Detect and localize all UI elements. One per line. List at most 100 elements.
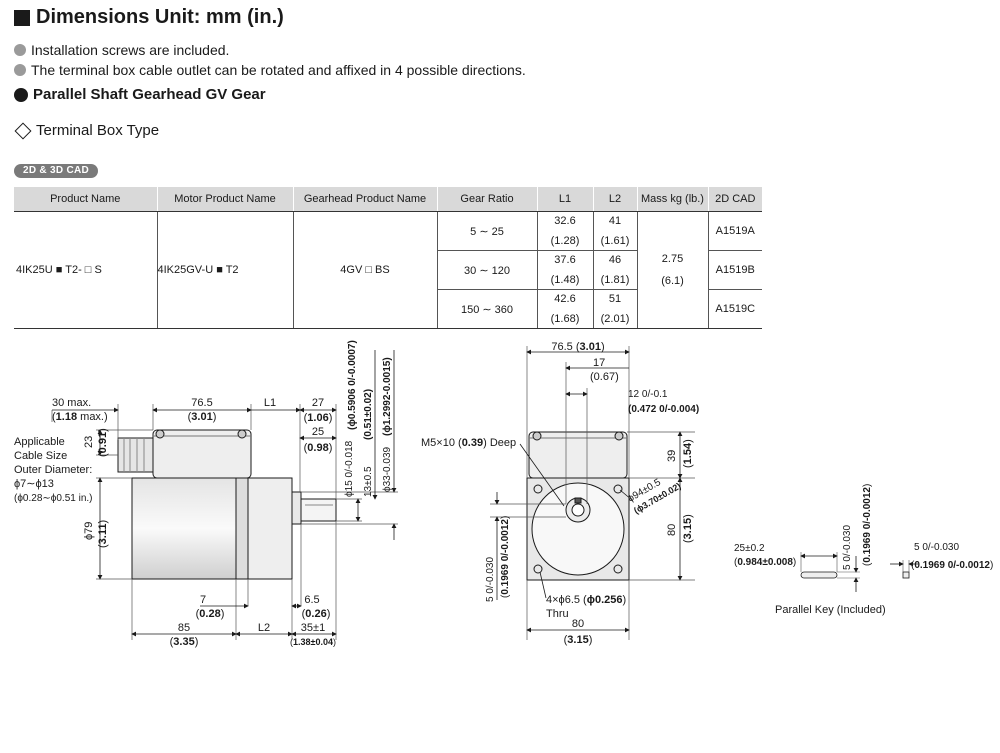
shaft-center — [571, 503, 585, 517]
dim-label: 80 — [572, 618, 584, 630]
spec-table: Product Name Motor Product Name Gearhead… — [14, 187, 762, 329]
gearhead-body — [247, 477, 293, 580]
dimension-drawing: 30 max. (1.18 max.) 76.5 (3.01) L1 27 (1… — [14, 340, 993, 648]
dim-label: ϕ79 — [83, 522, 95, 540]
dim-label: M5×10 (0.39) Deep — [421, 437, 516, 449]
title-square-icon — [14, 9, 30, 26]
note-item: Installation screws are included. — [14, 42, 229, 58]
table-row: 4IK25U ■ T2- □ S 4IK25GV-U ■ T2 4GV □ BS… — [14, 211, 762, 329]
table-header-row: Product Name Motor Product Name Gearhead… — [14, 187, 762, 212]
terminal-box — [152, 429, 252, 479]
dim-label: (0.1969 0/-0.0012) — [862, 484, 873, 566]
cad-cell[interactable]: A1519A — [707, 211, 762, 251]
mass-lb: (6.1) — [661, 275, 684, 287]
table-row: 150 ∼ 360 42.6(1.68) 51(2.01) A1519C — [14, 289, 762, 329]
dim-label: (3.15) — [682, 514, 694, 543]
dim-label: 5 0/-0.030 — [485, 557, 496, 602]
dim-label: ϕ33-0.039 — [382, 446, 393, 492]
screw-icon — [614, 431, 624, 441]
dim-label: (1.54) — [682, 439, 694, 468]
dim-label: 76.5 — [191, 397, 212, 409]
dim-label: 5 0/-0.030 — [914, 542, 959, 553]
parallel-key-label: Parallel Key (Included) — [775, 604, 886, 616]
dim-label: (ϕ1.2992-0.0015) — [382, 357, 393, 436]
diamond-icon — [14, 122, 32, 139]
dim-label: 30 max. — [52, 397, 91, 409]
column-header: L2 — [592, 187, 637, 212]
mount-hole — [533, 484, 543, 494]
cad-badge[interactable]: 2D & 3D CAD — [14, 164, 98, 178]
l1-cell: 42.6(1.68) — [536, 289, 593, 329]
dim-label: (ϕ0.5906 0/-0.0007) — [347, 340, 358, 430]
column-header: L1 — [536, 187, 593, 212]
dim-label: (0.472 0/-0.004) — [628, 404, 699, 415]
dim-label: (0.98) — [304, 442, 333, 454]
key-side — [800, 571, 838, 579]
dim-label: 23 — [83, 436, 95, 448]
column-header: Mass kg (lb.) — [636, 187, 708, 212]
mount-hole — [533, 564, 543, 574]
l1-mm: 32.6 — [554, 215, 576, 227]
dim-label: (0.1969 0/-0.0012) — [500, 516, 511, 598]
note-text: Installation screws are included. — [31, 42, 230, 58]
dim-label: L2 — [258, 622, 270, 634]
cable-label: Outer Diameter: — [14, 464, 92, 476]
l2-mm: 46 — [608, 254, 622, 266]
column-header: Motor Product Name — [156, 187, 293, 212]
front-view — [490, 346, 695, 640]
l2-cell: 41(1.61) — [592, 211, 637, 251]
mount-hole — [613, 484, 623, 494]
dim-label: 6.5 — [304, 594, 319, 606]
cable-gland — [117, 437, 154, 473]
l2-cell: 46 (1.81) — [592, 250, 637, 290]
page-title: Dimensions Unit: mm (in.) — [14, 6, 284, 29]
mount-hole — [613, 564, 623, 574]
dim-label: 80 — [666, 524, 678, 536]
motor-face — [531, 482, 625, 576]
shaft-boss — [291, 491, 302, 525]
dim-label: (1.18 max.) — [52, 411, 108, 423]
screw-icon — [155, 429, 165, 439]
l1-in: (1.28) — [550, 235, 580, 247]
mass-kg: 2.75 — [661, 253, 684, 265]
cad-cell[interactable]: A1519B — [707, 250, 762, 290]
key-slot — [574, 497, 582, 504]
dim-label: 35±1 — [301, 622, 325, 634]
title-text: Dimensions Unit: mm (in.) — [36, 6, 284, 28]
l2-in: (1.81) — [600, 274, 630, 286]
cable-label: Cable Size — [14, 450, 67, 462]
l2-mm: 41 — [608, 215, 622, 227]
dim-label: 85 — [178, 622, 190, 634]
cad-cell[interactable]: A1519C — [707, 289, 762, 329]
gearhead-flange — [235, 477, 249, 580]
subsection-heading: Terminal Box Type — [14, 122, 159, 139]
section-heading: Parallel Shaft Gearhead GV Gear — [14, 86, 266, 103]
dim-label: 7 — [200, 594, 206, 606]
output-shaft — [300, 498, 337, 522]
dim-label: 17 — [593, 357, 605, 369]
note-text: The terminal box cable outlet can be rot… — [31, 62, 526, 78]
screw-icon — [532, 431, 542, 441]
dim-label: (3.11) — [97, 520, 109, 548]
dim-label: 25 — [312, 426, 324, 438]
column-header: 2D CAD — [707, 187, 762, 212]
motor-product-cell: 4IK25GV-U ■ T2 — [156, 211, 293, 329]
side-view-labels: 30 max. (1.18 max.) 76.5 (3.01) L1 27 (1… — [14, 340, 393, 648]
table-row: 30 ∼ 120 37.6(1.48) 46(1.81) A1519B — [14, 250, 762, 290]
dim-label: (1.06) — [304, 412, 333, 424]
subsection-heading-text: Terminal Box Type — [36, 122, 160, 139]
dim-label: (0.1969 0/-0.0012) — [911, 560, 993, 571]
gear-ratio-cell: 5 ∼ 25 — [436, 211, 537, 251]
l1-mm: 42.6 — [554, 293, 576, 305]
dim-label: (0.51±0.02) — [363, 389, 374, 440]
column-header: Gearhead Product Name — [292, 187, 437, 212]
parallel-key — [800, 552, 918, 592]
dim-label: ϕ15 0/-0.018 — [344, 440, 355, 497]
dim-label: 13±0.5 — [363, 466, 374, 497]
dim-label: 27 — [312, 397, 324, 409]
dim-label: 12 0/-0.1 — [628, 389, 668, 400]
gear-ratio-cell: 150 ∼ 360 — [436, 289, 537, 329]
l1-cell: 37.6(1.48) — [536, 250, 593, 290]
cable-label: (ϕ0.28∼ϕ0.51 in.) — [14, 493, 93, 504]
dim-label: 4×ϕ6.5 (ϕ0.256) — [546, 594, 626, 606]
